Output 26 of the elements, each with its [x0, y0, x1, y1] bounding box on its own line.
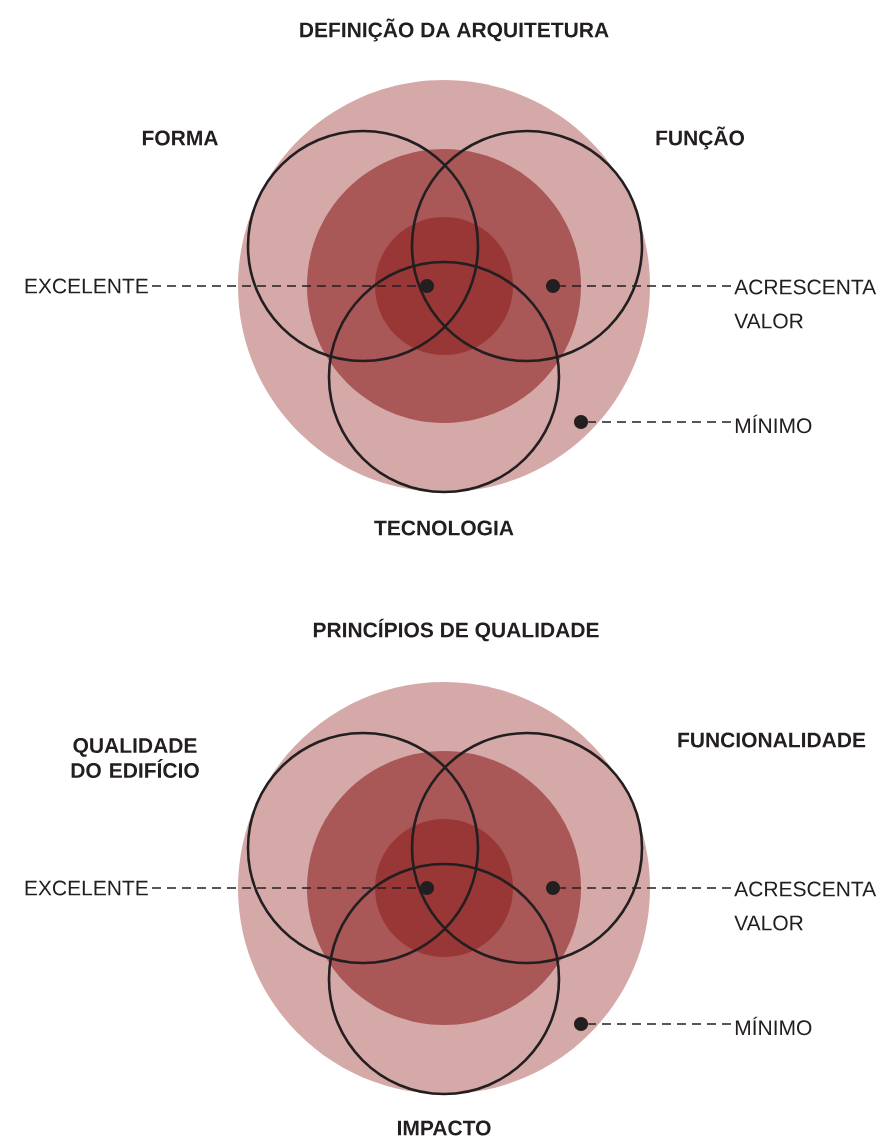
leader-line — [587, 1023, 732, 1025]
callout-label: MÍNIMO — [735, 414, 812, 434]
zone-disc — [375, 217, 513, 355]
circle-label: FORMA — [142, 130, 218, 146]
dot-marker — [546, 279, 560, 293]
heading: PRINCÍPIOS DE QUALIDADE — [313, 618, 599, 642]
dot-marker — [574, 415, 588, 429]
circle-label: QUALIDADE DO EDIFÍCIO — [71, 738, 199, 778]
dot-marker — [574, 1017, 588, 1031]
callout-label: EXCELENTE — [25, 880, 148, 896]
dot-marker — [420, 279, 434, 293]
zone-disc — [375, 819, 513, 957]
leader-line — [559, 285, 732, 287]
callout-label: EXCELENTE — [25, 278, 148, 294]
dot-marker — [546, 881, 560, 895]
circle-label: FUNCIONALIDADE — [678, 732, 866, 748]
circle-label: FUNÇÃO — [656, 126, 744, 150]
leader-line — [587, 421, 732, 423]
circle-label: TECNOLOGIA — [374, 520, 514, 536]
circle-label: IMPACTO — [397, 1120, 491, 1136]
leader-line — [559, 887, 732, 889]
callout-label: ACRESCENTA VALOR — [734, 881, 877, 931]
callout-label: MÍNIMO — [735, 1016, 812, 1036]
heading: DEFINIÇÃO DA ARQUITETURA — [300, 18, 609, 42]
dot-marker — [420, 881, 434, 895]
callout-label: ACRESCENTA VALOR — [734, 279, 877, 329]
